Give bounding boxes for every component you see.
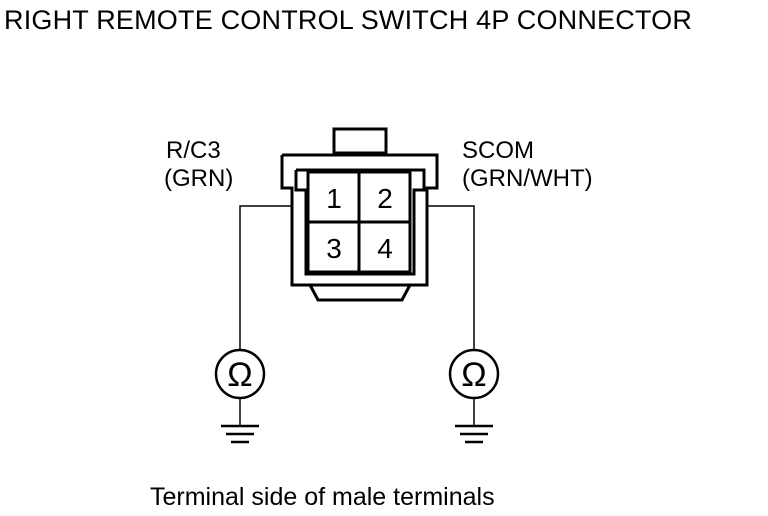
ohmmeter-icon xyxy=(214,348,266,400)
right-wire-color-label: (GRN/WHT) xyxy=(462,165,593,192)
left-terminal-label: R/C3 xyxy=(166,137,221,164)
connector-4p xyxy=(280,127,439,302)
pin-4-label: 4 xyxy=(377,233,393,264)
pin-1-label: 1 xyxy=(326,183,342,214)
right-probe-lead xyxy=(427,205,475,425)
pin-2-label: 2 xyxy=(377,183,393,214)
left-ohm-symbol: Ω xyxy=(227,356,252,394)
left-wire-color-label: (GRN) xyxy=(164,165,234,192)
ground-icon xyxy=(221,424,259,444)
connector-latch xyxy=(332,127,388,155)
left-probe-lead xyxy=(239,205,292,425)
pin-3-label: 3 xyxy=(326,233,342,264)
ground-icon xyxy=(455,424,493,444)
right-ohm-symbol: Ω xyxy=(461,356,486,394)
diagram-title: RIGHT REMOTE CONTROL SWITCH 4P CONNECTOR xyxy=(4,5,693,35)
right-terminal-label: SCOM xyxy=(462,137,534,164)
diagram-caption: Terminal side of male terminals xyxy=(150,483,495,511)
ohmmeter-icon xyxy=(448,348,500,400)
